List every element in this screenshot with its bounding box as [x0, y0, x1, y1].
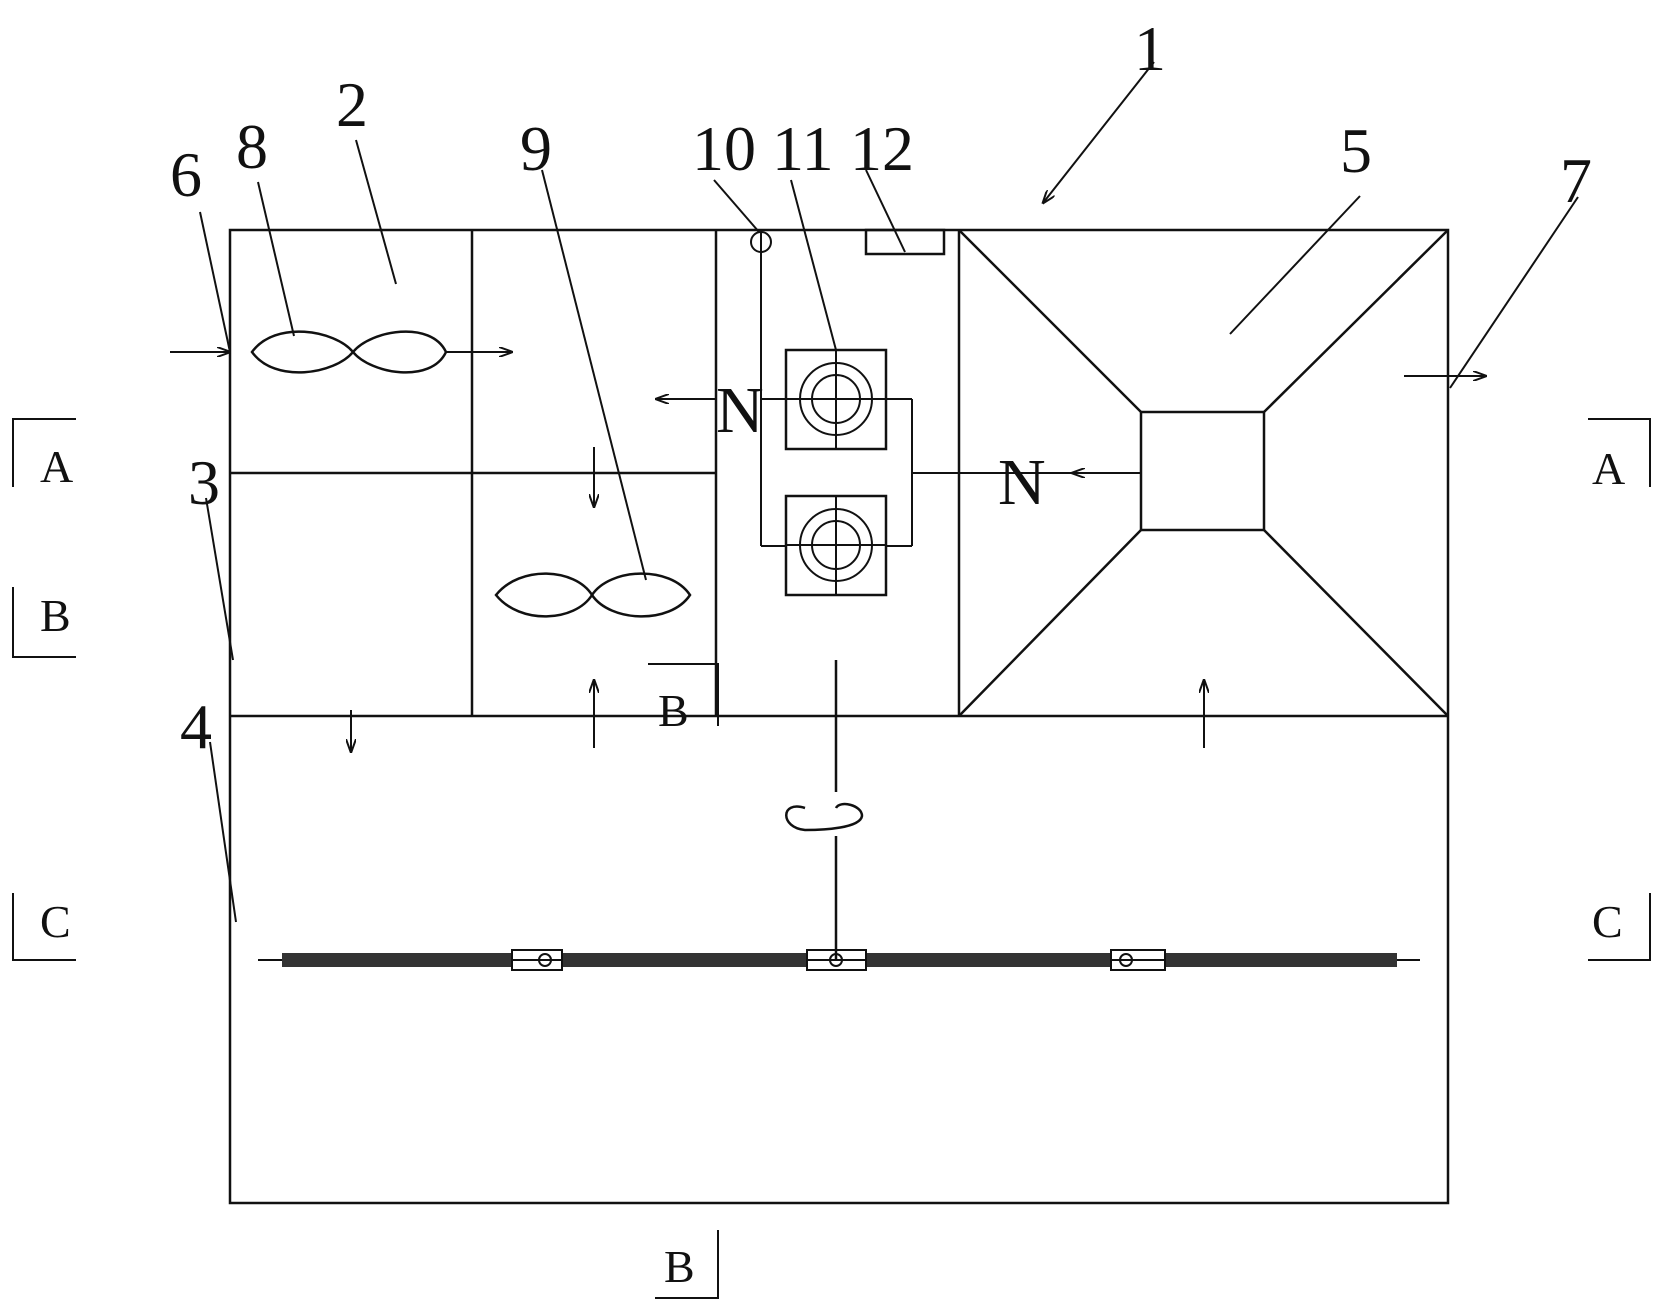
section-a-left: A [40, 441, 73, 492]
n-mark-right: N [998, 446, 1046, 519]
section-b-mid: B [658, 685, 689, 736]
section-c-right: C [1592, 896, 1623, 947]
section-a-right: A [1592, 443, 1625, 494]
section-marker-a-right [1588, 418, 1651, 487]
fan-8 [250, 330, 448, 374]
heat-exchanger [958, 229, 1449, 717]
compressor-upper [784, 348, 888, 451]
section-b-bottom: B [664, 1241, 695, 1292]
label-3: 3 [188, 447, 220, 518]
compressor-lower [784, 494, 888, 597]
label-5: 5 [1340, 115, 1372, 186]
section-c-left: C [40, 896, 71, 947]
section-marker-b-left [12, 587, 76, 658]
label-7: 7 [1560, 145, 1592, 216]
section-b-left: B [40, 590, 71, 641]
label-9: 9 [520, 113, 552, 184]
component-12-box [864, 228, 946, 256]
section-marker-c-left [12, 893, 76, 961]
n-mark-left: N [716, 374, 764, 447]
label-10: 10 [692, 113, 756, 184]
section-marker-c-right [1588, 893, 1651, 961]
label-6: 6 [170, 139, 202, 210]
label-8: 8 [236, 111, 268, 182]
label-11: 11 [772, 113, 834, 184]
heating-rod [258, 949, 1420, 971]
section-marker-b-bottom [655, 1230, 719, 1299]
section-marker-a-left [12, 418, 76, 487]
agitator-shaft [785, 660, 864, 960]
label-4: 4 [180, 691, 212, 762]
label-2: 2 [336, 69, 368, 140]
label-1: 1 [1134, 13, 1166, 84]
fan-9 [494, 572, 692, 618]
airflow-arrows [170, 352, 1486, 752]
label-12: 12 [850, 113, 914, 184]
section-marker-b-mid [648, 663, 719, 726]
leader-lines [199, 61, 1579, 923]
